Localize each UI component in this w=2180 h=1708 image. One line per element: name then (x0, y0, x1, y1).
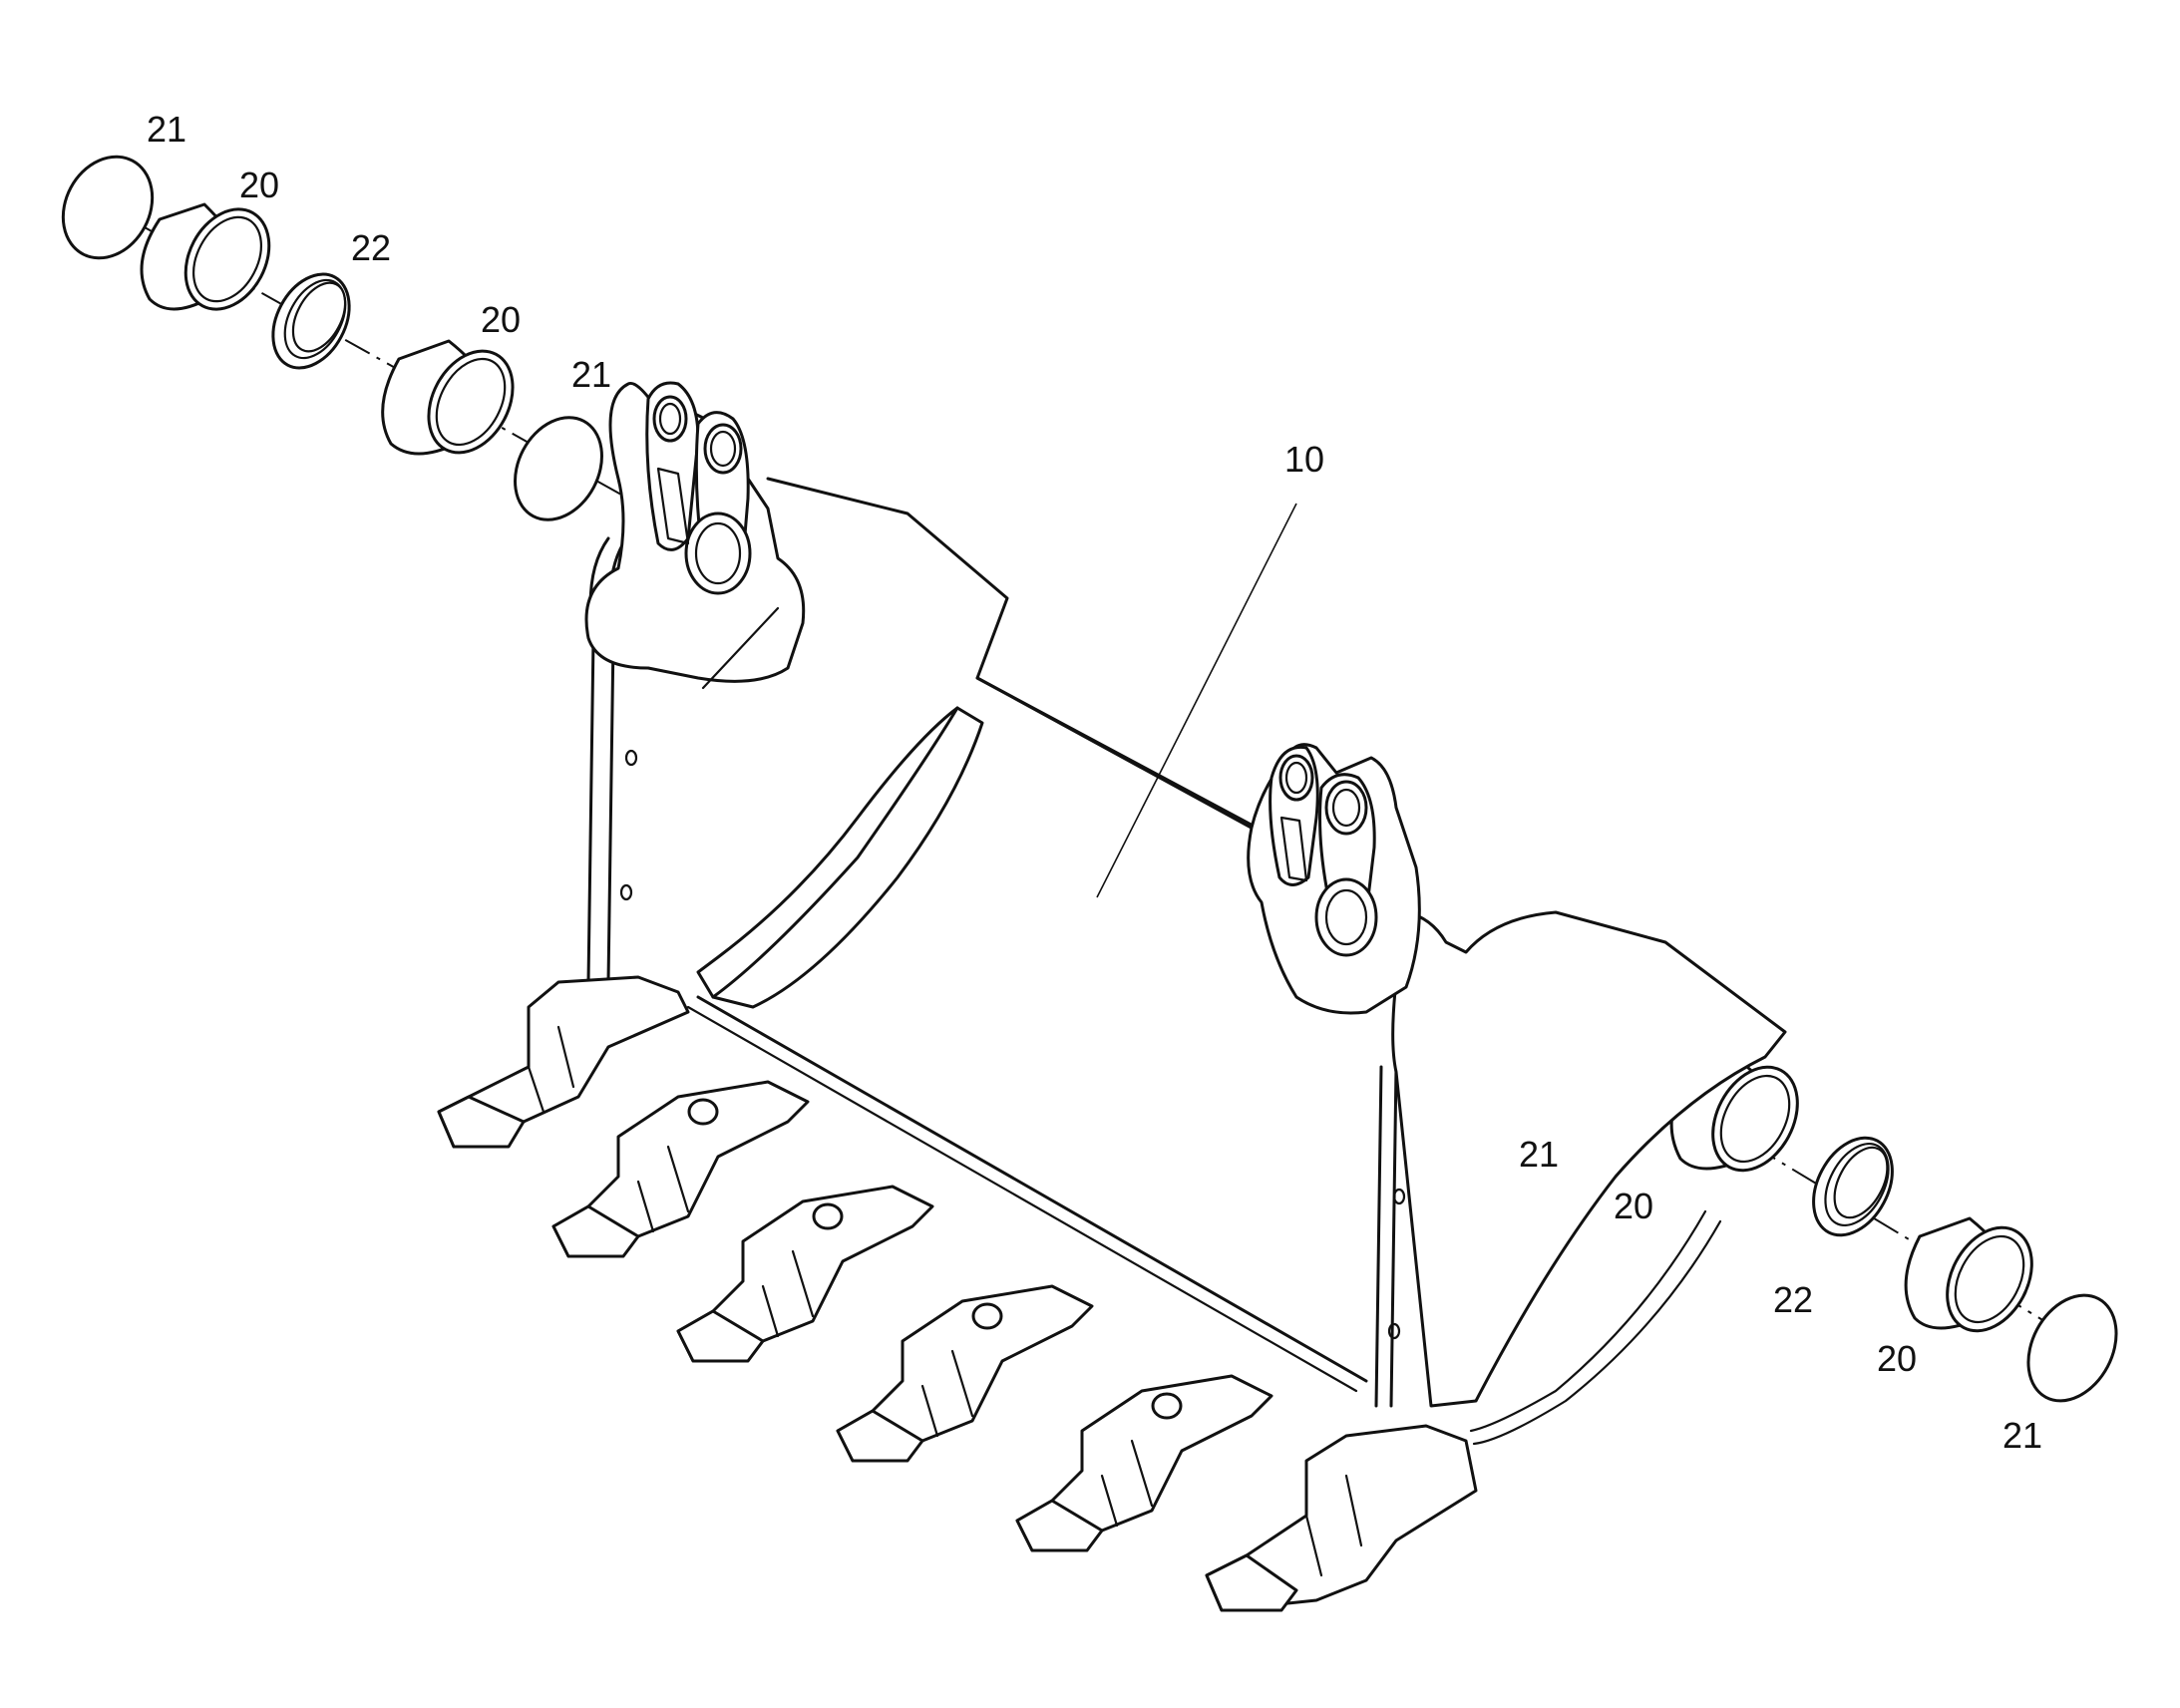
right-retaining-ring-outer (2026, 1293, 2118, 1403)
bucket-body (586, 477, 1787, 1446)
callout-22-right: 22 (1773, 1279, 1813, 1320)
tooth-3 (676, 1185, 934, 1363)
callout-20-top-left: 20 (239, 165, 279, 205)
callout-20-right-inner: 20 (1614, 1186, 1653, 1226)
tooth-5 (1015, 1374, 1273, 1552)
callout-20-right-outer: 20 (1877, 1338, 1917, 1379)
callout-10: 10 (1284, 439, 1324, 480)
left-retaining-ring-outer (61, 155, 155, 260)
callout-22-top: 22 (351, 227, 391, 268)
left-bushing-inner (381, 339, 515, 456)
tooth-4 (836, 1284, 1094, 1463)
callout-21-top-middle: 21 (571, 354, 611, 395)
right-bushing-outer (1904, 1216, 2033, 1333)
callout-21-top-left: 21 (147, 109, 186, 150)
callout-20-top-middle: 20 (481, 299, 521, 340)
callout-21-right-inner: 21 (1519, 1134, 1559, 1175)
tooth-6 (1205, 1424, 1478, 1612)
right-mounting-bracket (1247, 743, 1421, 1015)
left-seal-ring (271, 272, 351, 370)
left-mounting-bracket (584, 381, 806, 690)
left-bushing-outer (140, 202, 271, 311)
bucket-teeth (437, 975, 1478, 1612)
right-seal-ring (1812, 1136, 1894, 1237)
tooth-1 (437, 975, 690, 1149)
left-retaining-ring-inner (514, 416, 603, 521)
callout-21-right-outer: 21 (2002, 1415, 2042, 1456)
tooth-2 (551, 1080, 810, 1258)
leader-line-10 (1096, 503, 1297, 898)
